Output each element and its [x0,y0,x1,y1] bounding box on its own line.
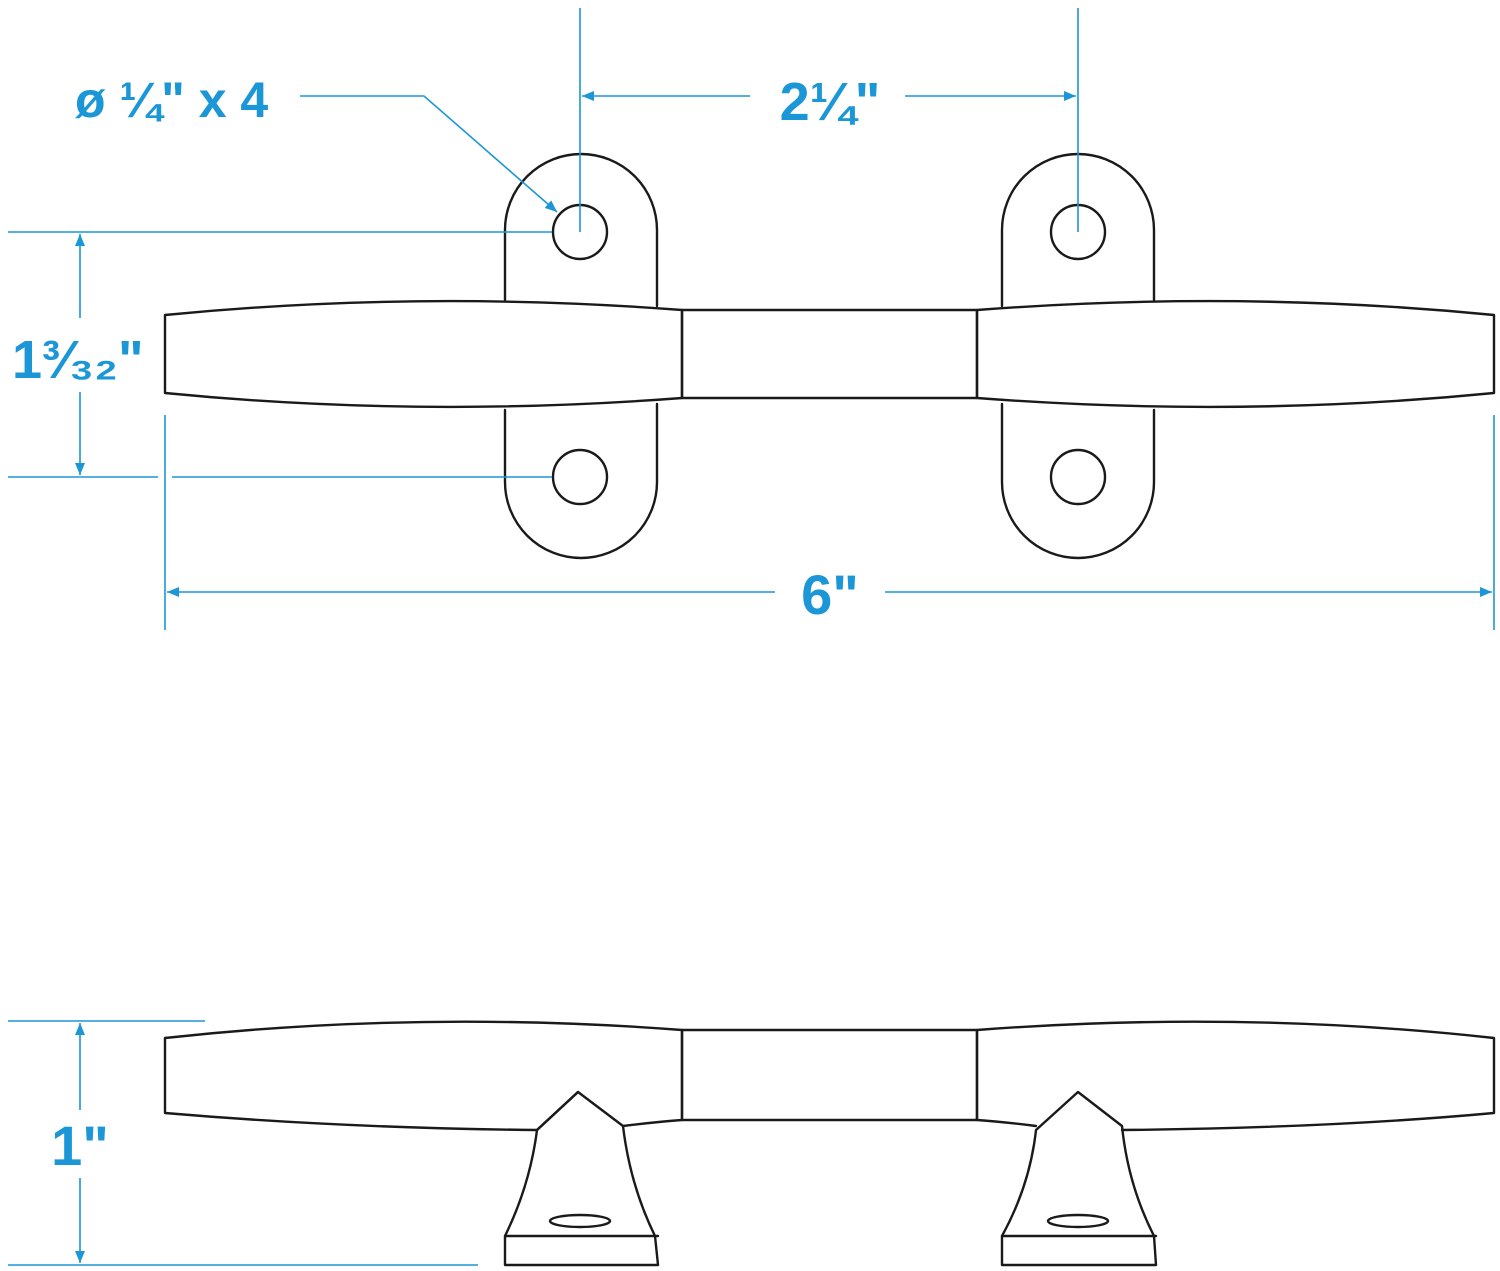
side-right-horn [975,1020,1496,1132]
side-view [163,1020,1496,1267]
overall-length-label: 6" [801,563,859,626]
side-left-foot-hole [548,1213,612,1229]
hole-bottom-left [551,448,609,506]
left-horn [163,299,684,409]
hole-spec-label: ø ¼" x 4 [75,72,268,128]
base-width-label: 1³⁄₃₂" [12,330,144,390]
right-horn [975,299,1496,409]
top-view [163,152,1496,560]
left-base-plate [503,152,659,308]
height-dimension: 1" [8,1020,478,1266]
hole-spec-dimension: ø ¼" x 4 [75,72,558,213]
side-left-foot [503,1090,660,1267]
side-left-horn [163,1020,684,1132]
hole-bottom-right [1049,448,1107,506]
side-right-foot-hole [1046,1213,1110,1229]
side-right-foot [1000,1090,1158,1267]
center-body [680,308,979,400]
hole-spacing-dimension: 2¼" [579,8,1079,232]
left-base-plate-lower [503,402,659,560]
side-center-body [680,1028,979,1122]
base-width-dimension: 1³⁄₃₂" [8,231,552,478]
overall-length-dimension: 6" [164,415,1495,630]
hole-spacing-label: 2¼" [780,72,881,132]
right-base-plate-lower [1000,402,1156,560]
height-label: 1" [51,1114,109,1177]
